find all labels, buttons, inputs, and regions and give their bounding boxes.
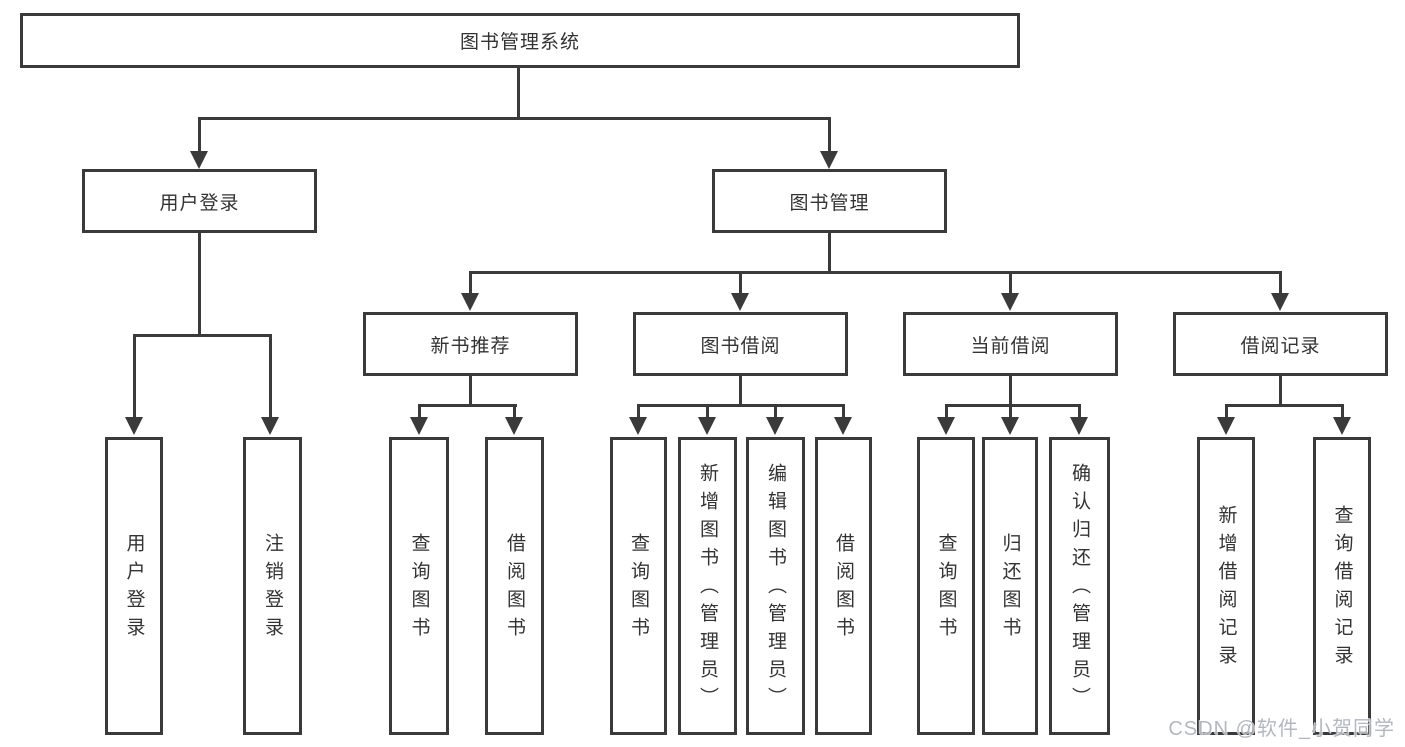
node-new-book-recommendation: 新书推荐 — [363, 312, 578, 376]
csdn-watermark: CSDN @软件_小贺同学 — [1168, 718, 1395, 740]
connector-current-stem — [1009, 374, 1012, 407]
arrow-borrowing-leaf4-icon — [834, 417, 852, 435]
arrow-current-leaf2-icon — [1001, 417, 1019, 435]
leaf-newrec-borrow-books: 借阅图书 — [485, 437, 544, 735]
leaf-add-borrow-record: 新增借阅记录 — [1197, 437, 1255, 735]
connector-to-leaf-login-stem — [133, 334, 136, 418]
arrow-borrowing-leaf3-icon — [766, 417, 784, 435]
arrow-records-leaf1-icon — [1217, 417, 1235, 435]
connector-borrowing-leaf3-stem — [774, 404, 777, 420]
connector-root-split — [198, 117, 831, 120]
connector-userlogin-split — [133, 334, 272, 337]
node-user-login-branch: 用户登录 — [82, 169, 317, 233]
leaf-add-books-admin: 新增图书（管理员） — [678, 437, 737, 735]
connector-borrowing-leaf2-stem — [706, 404, 709, 420]
connector-newrec-split — [418, 404, 517, 407]
connector-bookmgmt-split — [469, 271, 1282, 274]
connector-current-split — [945, 404, 1081, 407]
arrow-newrec-leaf1-icon — [410, 417, 428, 435]
leaf-logout: 注销登录 — [243, 437, 302, 735]
arrow-to-records-icon — [1271, 293, 1289, 311]
connector-to-current-stem — [1009, 271, 1012, 295]
arrow-records-leaf2-icon — [1333, 417, 1351, 435]
connector-borrowing-stem — [739, 374, 742, 407]
connector-records-stem — [1279, 374, 1282, 407]
connector-to-user-login-stem — [198, 117, 201, 153]
connector-records-split — [1225, 404, 1344, 407]
arrow-current-leaf1-icon — [937, 417, 955, 435]
leaf-user-login: 用户登录 — [105, 437, 163, 735]
arrow-to-leaf-logout-icon — [261, 417, 279, 435]
node-book-management-system: 图书管理系统 — [20, 13, 1020, 68]
leaf-query-borrow-record: 查询借阅记录 — [1313, 437, 1371, 735]
arrow-to-book-mgmt-icon — [820, 151, 838, 169]
arrow-to-current-icon — [1001, 293, 1019, 311]
arrow-newrec-leaf2-icon — [505, 417, 523, 435]
connector-newrec-stem — [469, 374, 472, 407]
leaf-confirm-return-admin: 确认归还（管理员） — [1049, 437, 1110, 735]
connector-records-leaf2-stem — [1341, 404, 1344, 420]
arrow-borrowing-leaf2-icon — [698, 417, 716, 435]
node-current-borrowing: 当前借阅 — [903, 312, 1118, 376]
connector-current-leaf3-stem — [1078, 404, 1081, 420]
arrow-to-borrowing-icon — [731, 293, 749, 311]
leaf-newrec-query-books: 查询图书 — [389, 437, 449, 735]
connector-bookmgmt-stem — [828, 233, 831, 273]
leaf-edit-books-admin: 编辑图书（管理员） — [746, 437, 805, 735]
leaf-borrowing-query-books: 查询图书 — [610, 437, 667, 735]
arrow-borrowing-leaf1-icon — [629, 417, 647, 435]
connector-records-leaf1-stem — [1225, 404, 1228, 420]
node-book-management-branch: 图书管理 — [712, 169, 947, 233]
leaf-current-query-books: 查询图书 — [917, 437, 975, 735]
connector-borrowing-leaf1-stem — [637, 404, 640, 420]
connector-current-leaf2-stem — [1009, 404, 1012, 420]
arrow-current-leaf3-icon — [1070, 417, 1088, 435]
leaf-borrowing-borrow-books: 借阅图书 — [815, 437, 872, 735]
arrow-to-newrec-icon — [461, 293, 479, 311]
arrow-to-leaf-login-icon — [125, 417, 143, 435]
connector-root-stem — [517, 68, 520, 120]
connector-borrowing-split — [637, 404, 845, 407]
connector-to-book-mgmt-stem — [828, 117, 831, 153]
connector-to-records-stem — [1279, 271, 1282, 295]
connector-newrec-leaf2-stem — [513, 404, 516, 420]
arrow-to-user-login-icon — [190, 151, 208, 169]
node-borrowing-records: 借阅记录 — [1173, 312, 1388, 376]
connector-to-borrowing-stem — [739, 271, 742, 295]
connector-newrec-leaf1-stem — [418, 404, 421, 420]
leaf-return-books: 归还图书 — [982, 437, 1038, 735]
node-book-borrowing: 图书借阅 — [633, 312, 848, 376]
connector-userlogin-stem — [198, 233, 201, 337]
connector-to-newrec-stem — [469, 271, 472, 295]
connector-to-leaf-logout-stem — [269, 334, 272, 418]
connector-borrowing-leaf4-stem — [842, 404, 845, 420]
connector-current-leaf1-stem — [945, 404, 948, 420]
